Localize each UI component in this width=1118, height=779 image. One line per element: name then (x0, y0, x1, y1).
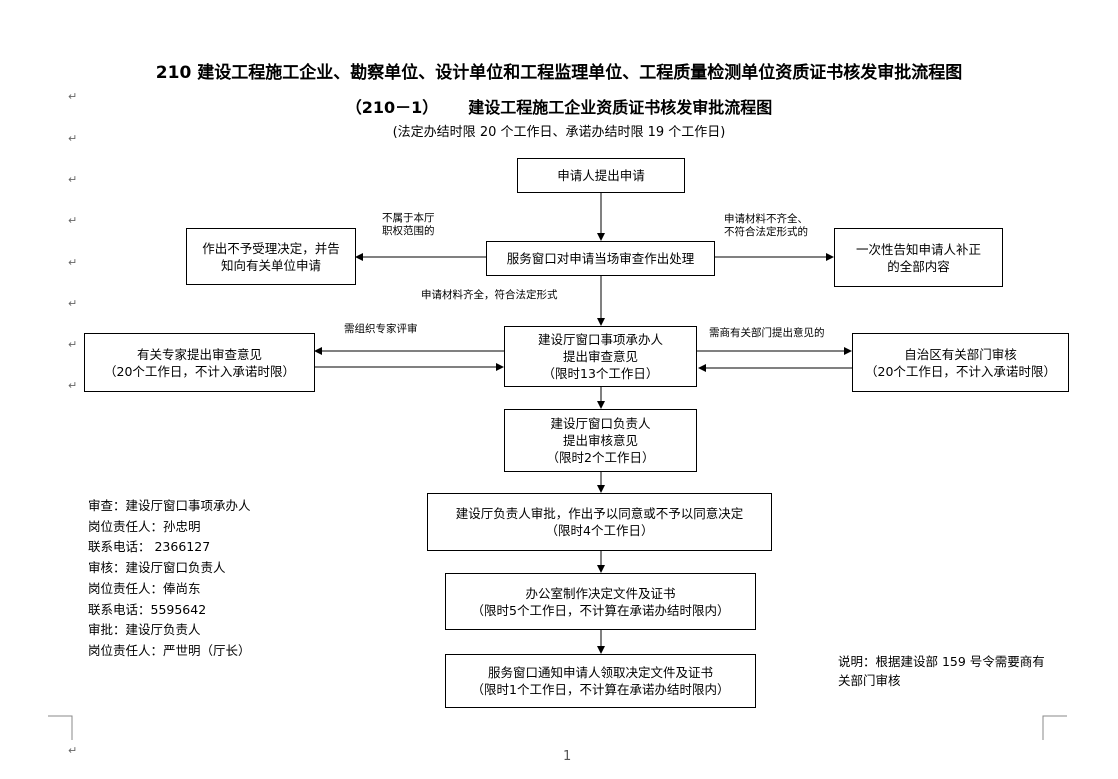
box-service-notify: 服务窗口通知申请人领取决定文件及证书 （限时1个工作日，不计算在承诺办结时限内） (445, 654, 756, 708)
contact-line: 岗位责任人：孙忠明 (88, 518, 201, 534)
box-region-review: 自治区有关部门审核 （20个工作日，不计入承诺时限） (852, 333, 1069, 392)
paragraph-mark: ↵ (68, 256, 78, 269)
label-complete: 申请材料齐全，符合法定形式 (421, 289, 558, 301)
contact-line: 审核：建设厅窗口负责人 (88, 560, 226, 576)
label-incomplete: 申请材料不齐全、 不符合法定形式的 (724, 213, 808, 238)
corner-mark-left (48, 715, 73, 740)
time-limit-note: (法定办结时限 20 个工作日、承诺办结时限 19 个工作日) (392, 125, 726, 140)
flowchart-subtitle: （210－1） 建设工程施工企业资质证书核发审批流程图 (0, 94, 1118, 118)
box-not-accept: 作出不予受理决定，并告 知向有关单位申请 (186, 228, 356, 285)
contact-line: 审查：建设厅窗口事项承办人 (88, 498, 251, 513)
box-office-make: 办公室制作决定文件及证书 （限时5个工作日，不计算在承诺办结时限内） (445, 573, 756, 630)
label-out-of-scope: 不属于本厅 职权范围的 (382, 212, 435, 237)
contact-line: 联系电话：5595642 (88, 601, 207, 617)
paragraph-mark: ↵ (68, 744, 78, 757)
box-notify-supplement: 一次性告知申请人补正 的全部内容 (834, 228, 1003, 287)
explanation-note: 说明：根据建设部 159 号令需要商有关部门审核 (838, 654, 1045, 688)
subtitle-text: 建设工程施工企业资质证书核发审批流程图 (468, 98, 773, 117)
box-director-approval: 建设厅负责人审批，作出予以同意或不予以同意决定 （限时4个工作日） (427, 493, 772, 551)
box-expert-review: 有关专家提出审查意见 （20个工作日，不计入承诺时限） (84, 333, 315, 392)
box-handler-opinion: 建设厅窗口事项承办人 提出审查意见 （限时13个工作日） (504, 326, 697, 387)
contact-line: 岗位责任人：严世明（厅长） (88, 642, 251, 658)
paragraph-mark: ↵ (68, 132, 78, 145)
contact-line: 审批：建设厅负责人 (88, 622, 201, 638)
subtitle-code: （210－1） (345, 98, 439, 117)
paragraph-mark: ↵ (68, 297, 78, 310)
paragraph-mark: ↵ (68, 214, 78, 227)
paragraph-mark: ↵ (68, 338, 78, 351)
contact-info: 审查：建设厅窗口事项承办人 岗位责任人：孙忠明 联系电话： 2366127 审核… (88, 496, 251, 662)
box-service-review: 服务窗口对申请当场审查作出处理 (486, 241, 715, 276)
paragraph-mark: ↵ (68, 173, 78, 186)
paragraph-mark: ↵ (68, 90, 78, 103)
contact-line: 岗位责任人：俸尚东 (88, 580, 201, 596)
box-apply: 申请人提出申请 (517, 158, 685, 193)
document-title: 210 建设工程施工企业、勘察单位、设计单位和工程监理单位、工程质量检测单位资质… (155, 63, 963, 83)
label-need-expert: 需组织专家评审 (344, 323, 418, 335)
corner-mark-right (1042, 715, 1067, 740)
label-need-dept: 需商有关部门提出意见的 (709, 327, 825, 339)
contact-line: 联系电话： 2366127 (88, 539, 211, 555)
box-head-opinion: 建设厅窗口负责人 提出审核意见 （限时2个工作日） (504, 409, 697, 472)
paragraph-mark: ↵ (68, 379, 78, 392)
page-number: 1 (563, 749, 572, 764)
